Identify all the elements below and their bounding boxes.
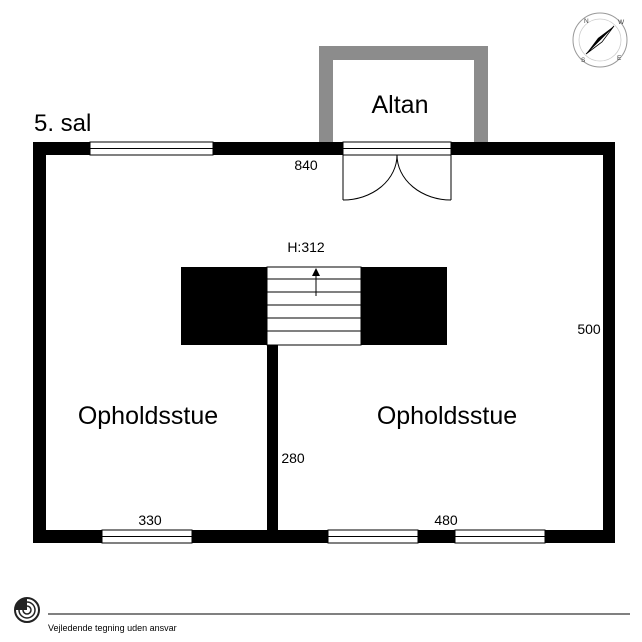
wall-left [33,142,46,543]
footer-disclaimer: Vejledende tegning uden ansvar [48,623,177,633]
compass-label-west: W [618,19,625,26]
window-bottom-right [454,529,546,544]
footer: Vejledende tegning uden ansvar [14,597,630,633]
stair-arrow-head [312,268,320,276]
windows [89,141,546,544]
balcony-door [342,141,452,201]
window-bottom-middle [327,529,419,544]
stair-block-right [361,267,447,345]
balcony-wall-left [319,46,333,142]
floor-label: 5. sal [34,110,91,137]
compass-label-north: N [584,18,589,25]
window-bottom-left [101,529,193,544]
window-top [89,141,214,156]
room-label-balcony: Altan [372,91,429,119]
logo-icon [14,597,40,623]
stair-block-left [181,267,267,345]
dimension-right-height: 500 [577,321,601,337]
stair-height-label: H:312 [287,239,325,255]
dimension-bottom-right: 480 [434,512,458,528]
stair-steps [266,266,362,346]
dimension-top-width: 840 [294,157,318,173]
compass-label-south: S [581,57,586,64]
wall-top-right [451,142,615,155]
wall-interior [267,345,278,535]
balcony-wall-right [474,46,488,142]
room-label-living-right: Opholdsstue [377,402,517,430]
room-label-living-left: Opholdsstue [78,402,218,430]
dimension-wall-height: 280 [281,450,305,466]
balcony-wall-top [319,46,488,60]
staircase: H:312 [181,239,447,346]
dimension-bottom-left: 330 [138,512,162,528]
balcony: Altan [319,46,488,142]
compass-label-east: E [617,55,622,62]
compass-icon: N E S W [572,12,628,68]
wall-right [603,142,615,543]
